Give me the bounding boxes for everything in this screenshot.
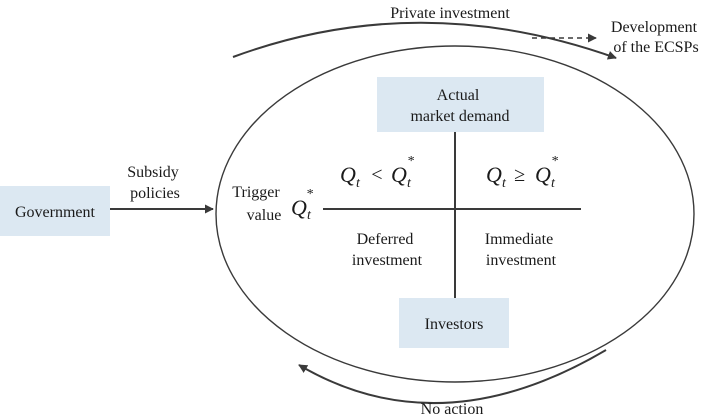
- immediate-investment-line1: Immediate: [485, 231, 553, 248]
- actual-market-demand-box: [377, 77, 544, 132]
- development-label-line1: Development: [611, 19, 698, 36]
- left-condition: Q t < Q * t: [340, 154, 414, 191]
- subsidy-policies-line2: policies: [130, 185, 180, 202]
- investors-label: Investors: [425, 316, 484, 333]
- right-condition-op: ≥: [514, 164, 525, 186]
- immediate-investment-label: Immediate investment: [485, 231, 557, 269]
- trigger-symbol-sup: *: [306, 187, 313, 202]
- left-condition-lhs-sub: t: [356, 176, 361, 191]
- right-condition-lhs-sub: t: [502, 176, 507, 191]
- government-label: Government: [15, 204, 96, 221]
- right-condition-rhs-sup: *: [551, 154, 558, 169]
- no-action-label: No action: [421, 401, 484, 418]
- deferred-investment-label: Deferred investment: [352, 231, 423, 269]
- trigger-value-line2: value: [247, 207, 282, 224]
- investors-box: [399, 298, 509, 348]
- private-investment-label: Private investment: [390, 5, 510, 22]
- development-label-line2: of the ECSPs: [613, 39, 698, 56]
- left-condition-rhs-sub: t: [407, 176, 412, 191]
- actual-market-demand-label: Actual market demand: [410, 87, 509, 125]
- actual-market-demand-line1: Actual: [437, 87, 480, 104]
- no-action-arrow: [298, 349, 607, 405]
- trigger-value-label: Trigger value: [232, 184, 283, 224]
- right-condition-lhs: Q: [486, 162, 502, 187]
- government-box: [0, 186, 110, 236]
- right-condition-rhs: Q: [535, 162, 551, 187]
- actual-market-demand-line2: market demand: [410, 108, 509, 125]
- market-ellipse: [215, 45, 695, 383]
- right-condition-rhs-sub: t: [551, 176, 556, 191]
- deferred-investment-line1: Deferred: [357, 231, 414, 248]
- private-investment-arrow: [232, 21, 617, 60]
- subsidy-policies-label: Subsidy policies: [127, 164, 183, 202]
- immediate-investment-line2: investment: [486, 252, 557, 269]
- deferred-investment-line2: investment: [352, 252, 423, 269]
- trigger-symbol: Q * t: [291, 187, 313, 223]
- left-condition-op: <: [370, 164, 384, 186]
- right-condition: Q t ≥ Q * t: [486, 154, 558, 191]
- trigger-symbol-sub: t: [307, 208, 312, 223]
- subsidy-policies-line1: Subsidy: [127, 164, 179, 181]
- trigger-symbol-base: Q: [291, 195, 307, 220]
- left-condition-rhs: Q: [391, 162, 407, 187]
- trigger-value-line1: Trigger: [232, 184, 280, 201]
- left-condition-rhs-sup: *: [407, 154, 414, 169]
- left-condition-lhs: Q: [340, 162, 356, 187]
- development-label: Development of the ECSPs: [611, 19, 701, 56]
